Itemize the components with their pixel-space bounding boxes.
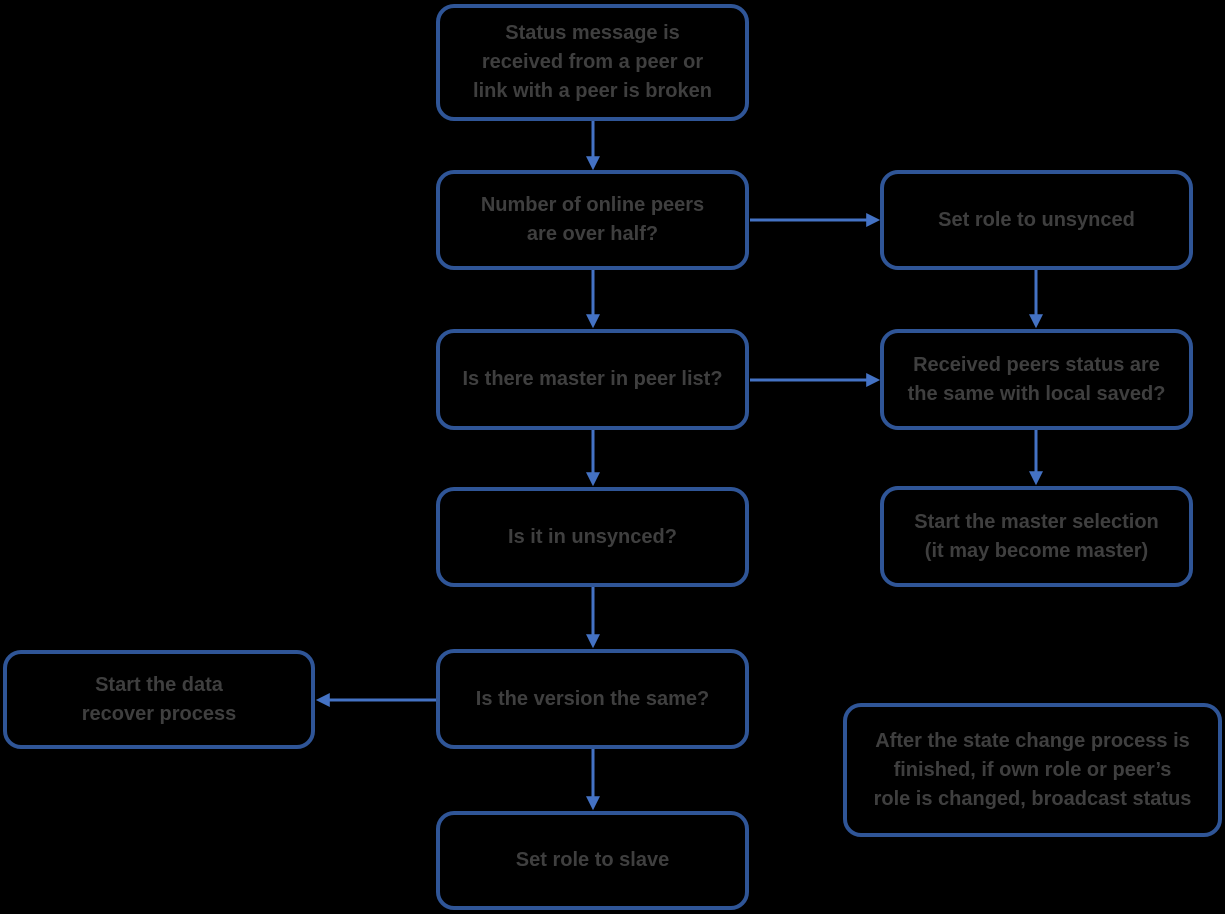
node-peers-over-half: Number of online peers are over half? [436,170,749,270]
node-data-recover: Start the data recover process [3,650,315,749]
node-version-same: Is the version the same? [436,649,749,749]
note-broadcast-status: After the state change process is finish… [843,703,1222,837]
node-set-role-slave: Set role to slave [436,811,749,910]
node-start-master-selection: Start the master selection (it may becom… [880,486,1193,587]
node-is-it-unsynced: Is it in unsynced? [436,487,749,587]
node-received-status-same: Received peers status are the same with … [880,329,1193,430]
node-set-role-unsynced: Set role to unsynced [880,170,1193,270]
node-status-message: Status message is received from a peer o… [436,4,749,121]
node-master-in-peer-list: Is there master in peer list? [436,329,749,430]
